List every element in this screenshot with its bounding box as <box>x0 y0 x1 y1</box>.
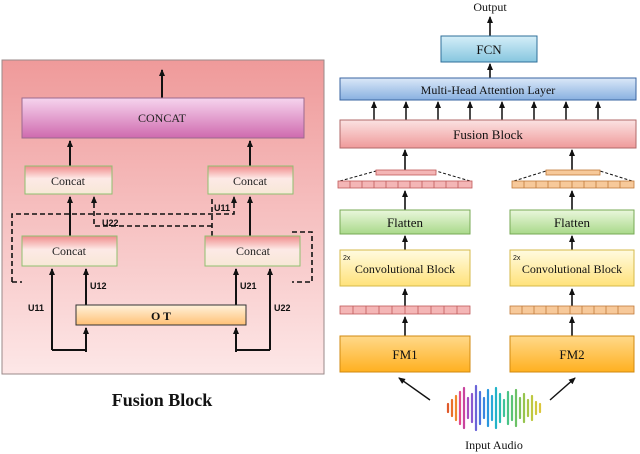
flatten-left-box <box>339 209 471 235</box>
left-embed-small <box>375 169 437 176</box>
ot-block <box>75 304 247 326</box>
fusion-block-box-label: Fusion Block <box>453 127 523 142</box>
concat-upper-right-label: Concat <box>233 174 268 188</box>
concat-lower-left-label: Concat <box>52 244 87 258</box>
left-embed-dash-l <box>339 170 377 182</box>
concat-top-label: CONCAT <box>138 111 187 125</box>
left-embed-cells <box>349 181 459 188</box>
fusion-block-title: Fusion Block <box>112 390 213 410</box>
concat-upper-left-label: Concat <box>51 174 86 188</box>
fm2-box <box>509 335 635 373</box>
attention-box <box>339 77 637 101</box>
conv-right-label: Convolutional Block <box>522 262 622 276</box>
conv-left-repeat: 2x <box>343 255 351 262</box>
dashed-u11-cross <box>11 196 237 282</box>
pipeline: Output FCN Multi-Head Attention Layer Fu… <box>337 0 637 452</box>
left-embed-dash-r <box>435 170 471 182</box>
left-feature-vector <box>339 305 471 315</box>
conv-right-repeat: 2x <box>513 255 521 262</box>
left-embed-large <box>337 180 473 189</box>
arrow-audio-to-fm1 <box>398 377 431 401</box>
ot-block-label: O T <box>151 309 171 323</box>
arrow-audio-to-fm2 <box>549 377 576 401</box>
fusion-to-attention-arrows <box>371 101 601 120</box>
fcn-label: FCN <box>476 42 502 57</box>
right-embed-small <box>545 169 601 176</box>
conv-left-label: Convolutional Block <box>355 262 455 276</box>
concat-upper-left-box <box>24 165 113 195</box>
label-u11-cross: U11 <box>214 203 230 213</box>
flatten-right-box <box>509 209 635 235</box>
input-audio-label: Input Audio <box>465 438 523 452</box>
concat-top-box <box>21 97 305 139</box>
right-embed-dash-l <box>513 170 547 182</box>
left-flat-embedding <box>337 169 473 189</box>
label-u11: U11 <box>28 303 44 313</box>
dashed-right-loop <box>292 231 313 283</box>
label-u22-cross: U22 <box>102 218 119 228</box>
label-u12: U12 <box>90 281 107 291</box>
fm1-label: FM1 <box>392 347 417 362</box>
concat-lower-left-box <box>21 235 118 267</box>
right-embed-cells <box>523 181 621 188</box>
fusion-block-panel: CONCAT Concat Concat U22 U11 Concat Conc… <box>1 59 325 375</box>
right-feature-vector <box>509 305 635 315</box>
output-label: Output <box>473 0 507 14</box>
fm2-label: FM2 <box>559 347 584 362</box>
conv-right-box <box>509 249 635 287</box>
flatten-left-label: Flatten <box>387 215 424 230</box>
concat-lower-right-label: Concat <box>236 244 271 258</box>
concat-upper-right-box <box>207 165 294 195</box>
label-u22: U22 <box>274 303 291 313</box>
audio-waveform-icon <box>446 384 542 432</box>
conv-left-box <box>339 249 471 287</box>
label-u21: U21 <box>240 281 257 291</box>
fusion-block-box <box>339 119 637 149</box>
right-embed-large <box>511 180 635 189</box>
right-embed-dash-r <box>599 170 633 182</box>
attention-label: Multi-Head Attention Layer <box>421 83 556 97</box>
left-feature-cells <box>352 306 458 314</box>
fm1-box <box>339 335 471 373</box>
dashed-u22-cross <box>91 196 212 227</box>
right-flat-embedding <box>511 169 635 189</box>
concat-lower-right-box <box>204 235 301 267</box>
right-feature-bar <box>509 305 635 315</box>
flatten-right-label: Flatten <box>554 215 591 230</box>
fcn-box <box>440 35 538 63</box>
right-feature-cells <box>521 306 619 314</box>
